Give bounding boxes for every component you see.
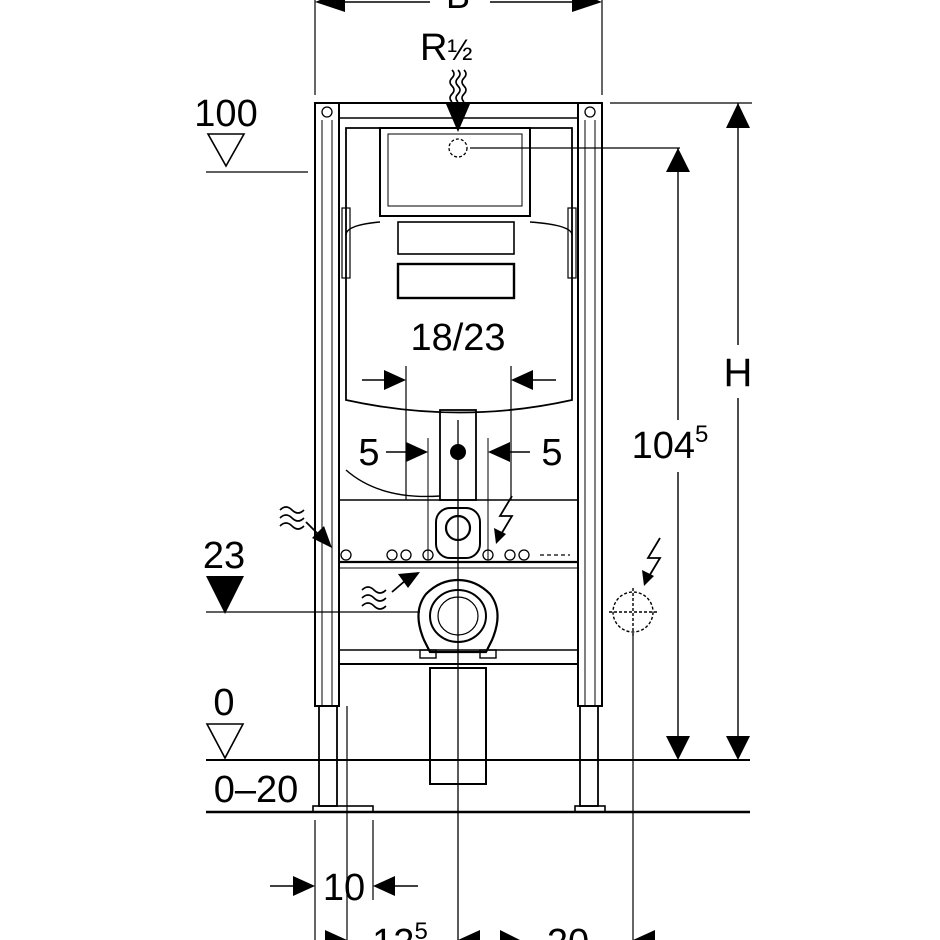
- width-label: B: [446, 0, 470, 16]
- level-0-value: 0: [213, 682, 234, 724]
- level-triangle-icon: [206, 133, 246, 168]
- height-104-dimension: 1045: [632, 148, 709, 760]
- offset-right-label: 5: [541, 432, 562, 474]
- water-supply-wavy-icon: [361, 579, 407, 610]
- leg-width-value: 10: [323, 867, 365, 909]
- electric-socket: [609, 588, 657, 636]
- leg-width-dimension: 10: [270, 706, 418, 940]
- water-connection: R½: [420, 27, 680, 158]
- level-100: 100: [194, 93, 308, 173]
- svg-text:R½: R½: [420, 27, 472, 69]
- mounting-holes: [340, 549, 570, 561]
- bottom-left-sup: 5: [414, 918, 427, 940]
- electric-supply-bolt-icon: [646, 537, 662, 579]
- floor-lines: [206, 759, 750, 814]
- electric-supply-bolt-icon: [498, 495, 514, 537]
- offset-left-label: 5: [358, 432, 379, 474]
- width-dimension: B: [314, 0, 603, 95]
- drain-connector: [417, 578, 499, 785]
- bottom-left-value: 12: [372, 922, 414, 940]
- height-H-dimension: H: [610, 102, 753, 760]
- svg-text:1045: 1045: [632, 421, 709, 467]
- flush-width-dimension: 18/23: [362, 317, 556, 500]
- svg-text:125: 125: [372, 918, 428, 940]
- level-23-value: 23: [203, 535, 245, 577]
- level-0: 0: [205, 682, 245, 760]
- height-104-sup: 5: [695, 421, 708, 448]
- connection-label: R: [420, 27, 447, 69]
- bottom-offset-dimensions: 125 20: [325, 918, 655, 940]
- level-23: 23: [203, 535, 420, 614]
- height-H-label: H: [724, 351, 753, 395]
- height-104-value: 104: [632, 425, 695, 467]
- flush-pipe-connector: [435, 507, 481, 559]
- water-supply-wavy-icon: [449, 69, 467, 103]
- floor-range-label: 0–20: [214, 769, 299, 811]
- flush-width-label: 18/23: [410, 317, 505, 359]
- connection-fraction: ½: [447, 34, 472, 67]
- offset-dimensions: 5 5: [358, 432, 563, 560]
- cistern: [341, 127, 577, 501]
- bottom-right-value: 20: [547, 922, 589, 940]
- level-100-value: 100: [194, 93, 257, 135]
